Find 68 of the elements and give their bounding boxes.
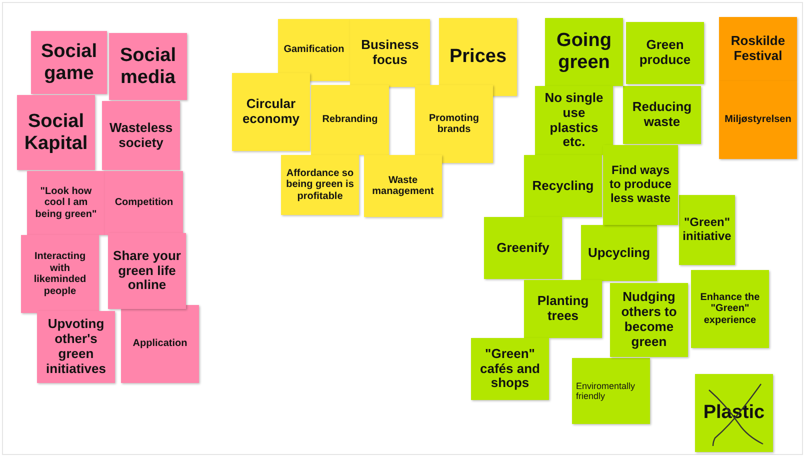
note-text: Business focus [360,38,420,68]
sticky-note [415,85,493,163]
note-text: "Green" initiative [682,216,732,244]
sticky-note [364,155,442,217]
note-text: Social Kapital [23,110,89,154]
note-text: Promoting brands [428,112,480,136]
note-text: Social game [40,40,98,84]
note-text: Application [132,338,188,350]
sticky-note [581,225,657,281]
note-text: Upcycling [588,246,650,260]
note-text: Competition [114,197,174,209]
sticky-note [350,19,430,87]
note-text: Nudging others to become green [620,290,678,350]
note-text: Waste management [371,174,435,198]
sticky-note [439,18,517,96]
sticky-note [691,270,769,348]
note-text: No single use plastics etc. [544,90,604,150]
sticky-note [471,338,549,400]
note-text: Share your green life online [112,248,182,294]
sticky-note [102,101,180,170]
note-text: Green produce [638,38,692,68]
sticky-note [626,22,704,84]
sticky-note [679,195,735,265]
sticky-note [719,81,797,159]
sticky-note [719,17,797,81]
note-text: Interacting with likeminded people [32,251,88,297]
sticky-note [623,86,701,144]
sticky-note [535,86,613,155]
sticky-note [572,358,650,424]
sticky-note [484,217,562,279]
note-text: Find ways to produce less waste [608,164,672,206]
note-text: Rebranding [322,114,378,126]
sticky-note [281,155,359,215]
note-text: "Look how cool I am being green" [34,186,98,220]
note-text: Miljøstyrelsen [724,114,792,126]
sticky-note [603,145,678,225]
sticky-note [121,305,199,383]
sticky-note [21,235,99,313]
note-text: Reducing waste [631,100,693,130]
note-text: Planting trees [536,294,590,324]
note-text: Greenify [496,240,550,256]
sticky-note [311,85,389,155]
sticky-note [37,311,115,383]
sticky-note [27,171,105,235]
note-text: Prices [449,46,507,68]
note-text: Circular economy [241,97,301,127]
sticky-note [31,31,107,94]
sticky-note [545,18,623,86]
note-text: Recycling [532,178,594,194]
note-text: Enhance the "Green" experience [699,292,761,326]
note-text: Affordance so being green is profitable [285,168,355,202]
sticky-note [17,95,95,170]
note-text: Wasteless society [108,120,174,150]
sticky-note [109,33,187,100]
note-text: Going green [556,30,612,74]
sticky-note [610,283,688,357]
sticky-note [232,73,310,151]
note-text: "Green" cafés and shops [479,346,541,392]
note-text: Enviromentally friendly [576,380,636,402]
note-text: Social media [119,44,177,88]
sticky-note [524,280,602,338]
note-text: Upvoting other's green initiatives [45,317,107,377]
sticky-note [278,19,350,81]
note-text: Gamification [284,44,344,56]
sticky-note [108,233,186,309]
note-text: Roskilde Festival [730,34,786,64]
sticky-note [524,155,602,217]
sticky-note [105,171,183,235]
